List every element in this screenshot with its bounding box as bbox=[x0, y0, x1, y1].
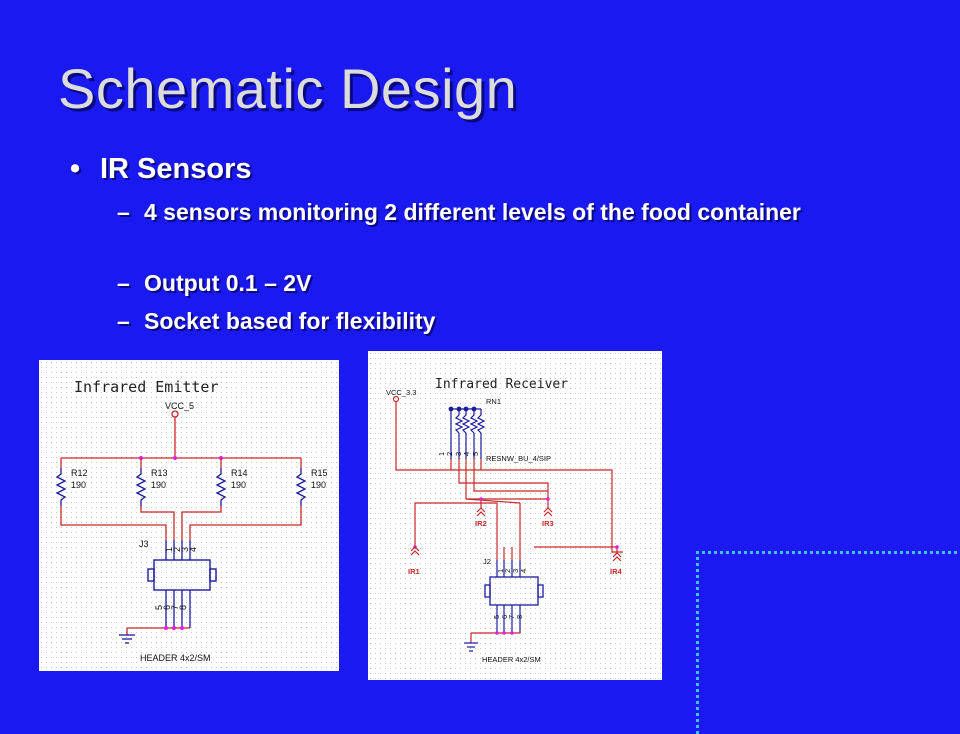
receiver-diagram: Infrared Receiver VCC_3.3 RN1 bbox=[368, 351, 662, 680]
j2-pin-1: 1 bbox=[496, 569, 505, 573]
j3-pin-8: 8 bbox=[178, 605, 188, 610]
subbullet-marker: – bbox=[117, 199, 130, 225]
rn1-pin-5: 5 bbox=[471, 452, 480, 456]
emitter-schematic: Infrared Emitter VCC_5 bbox=[39, 360, 339, 671]
emitter-header-connector bbox=[147, 559, 217, 591]
subbullet-text: Output 0.1 – 2V bbox=[144, 270, 312, 296]
j3-pin-3: 3 bbox=[180, 547, 190, 552]
j3-pin-5: 5 bbox=[154, 605, 164, 610]
j2-pin-2: 2 bbox=[503, 569, 512, 573]
resistor-network-rn1 bbox=[448, 406, 486, 459]
subbullet-text: Socket based for flexibility bbox=[144, 308, 436, 334]
bullet-marker: • bbox=[70, 153, 81, 185]
rn1-pin-4: 4 bbox=[462, 452, 471, 456]
r12-ref: R12 bbox=[71, 468, 88, 478]
emitter-connector-ref: J3 bbox=[139, 539, 149, 549]
resistor-r14 bbox=[215, 468, 227, 506]
slide-title: Schematic Design bbox=[58, 57, 518, 120]
emitter-vcc-label: VCC_5 bbox=[165, 401, 194, 411]
resistor-r15 bbox=[295, 468, 307, 506]
subbullet-text: 4 sensors monitoring 2 different levels … bbox=[144, 199, 801, 225]
r14-ref: R14 bbox=[231, 468, 248, 478]
ground-icon bbox=[464, 642, 478, 652]
j2-pin-4: 4 bbox=[519, 569, 528, 573]
port-ir3-label: IR3 bbox=[542, 519, 554, 528]
port-ir2-label: IR2 bbox=[475, 519, 487, 528]
rn1-ref: RN1 bbox=[486, 397, 501, 406]
emitter-title: Infrared Emitter bbox=[74, 378, 219, 396]
r13-ref: R13 bbox=[151, 468, 168, 478]
emitter-diagram: Infrared Emitter VCC_5 bbox=[39, 360, 339, 671]
port-ir2-icon bbox=[476, 507, 486, 517]
port-ir1-icon bbox=[410, 546, 420, 556]
receiver-vcc-label: VCC_3.3 bbox=[386, 388, 416, 397]
j3-pin-6: 6 bbox=[162, 605, 172, 610]
receiver-connector-ref: J2 bbox=[483, 557, 491, 566]
bullet-text: IR Sensors bbox=[100, 153, 252, 185]
rn1-pin-1: 1 bbox=[437, 452, 446, 456]
r14-value: 190 bbox=[231, 480, 246, 490]
r12-value: 190 bbox=[71, 480, 86, 490]
emitter-header-label: HEADER 4x2/SM bbox=[140, 653, 211, 663]
j2-pin-3: 3 bbox=[511, 569, 520, 573]
subbullet-marker: – bbox=[117, 308, 130, 334]
port-ir4-icon bbox=[612, 552, 622, 562]
j3-pin-7: 7 bbox=[170, 605, 180, 610]
port-ir1-label: IR1 bbox=[408, 567, 420, 576]
ground-icon bbox=[119, 634, 135, 644]
rn1-pin-2: 2 bbox=[445, 452, 454, 456]
j3-pin-2: 2 bbox=[172, 547, 182, 552]
r13-value: 190 bbox=[151, 480, 166, 490]
receiver-schematic: Infrared Receiver VCC_3.3 RN1 bbox=[368, 351, 662, 680]
receiver-title: Infrared Receiver bbox=[435, 377, 568, 392]
subbullet-marker: – bbox=[117, 270, 130, 296]
r15-value: 190 bbox=[311, 480, 326, 490]
rn1-pin-3: 3 bbox=[454, 452, 463, 456]
resistor-r13 bbox=[135, 468, 147, 506]
rn1-part: RESNW_BU_4/SIP bbox=[486, 454, 551, 463]
receiver-header-connector bbox=[484, 576, 544, 606]
j3-pin-4: 4 bbox=[188, 547, 198, 552]
j3-pin-1: 1 bbox=[164, 547, 174, 552]
port-ir3-icon bbox=[543, 507, 553, 517]
vcc-terminal bbox=[392, 395, 400, 403]
resistor-r12 bbox=[55, 468, 67, 506]
corner-decoration bbox=[696, 551, 960, 734]
port-ir4-label: IR4 bbox=[610, 567, 623, 576]
receiver-header-label: HEADER 4x2/SM bbox=[482, 655, 541, 664]
r15-ref: R15 bbox=[311, 468, 328, 478]
